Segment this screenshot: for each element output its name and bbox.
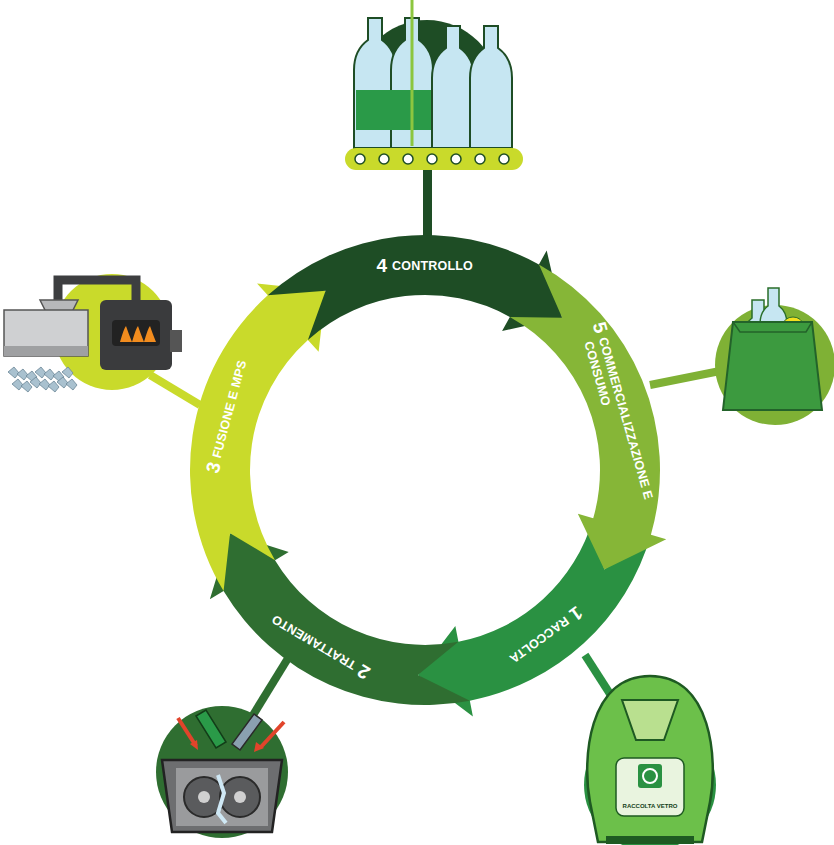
furnace-icon (8, 367, 77, 392)
leader-line (250, 655, 290, 720)
furnace-icon (4, 346, 88, 356)
control-icon (432, 26, 474, 148)
furnace-icon (120, 326, 156, 342)
shopping-bag-icon (733, 322, 812, 332)
shredder-icon (218, 775, 226, 823)
cycle-arrow-segment (210, 533, 470, 705)
glass-cullet (12, 379, 23, 390)
glass-cullet (17, 369, 28, 380)
cycle-ring (190, 235, 666, 716)
conveyor-roller (355, 154, 365, 164)
shredder-icon (198, 791, 210, 803)
control-icon (411, 0, 414, 146)
shredder-icon (156, 706, 288, 838)
conveyor-roller (427, 154, 437, 164)
shredder-icon (162, 760, 282, 832)
glass-cullet (39, 379, 50, 390)
glass-bin-icon (587, 676, 713, 842)
leader-line (150, 150, 735, 725)
step-number: 4 (377, 256, 388, 275)
glass-cullet (62, 367, 73, 378)
shredder-icon (196, 710, 226, 748)
shopping-bag-icon (715, 305, 834, 425)
shredder-icon (220, 777, 260, 817)
step-label: CONTROLLO (392, 256, 473, 274)
control-icon (354, 18, 512, 148)
glass-bin-icon (606, 836, 694, 844)
glass-cullet (8, 367, 19, 378)
glass-bin-icon (638, 764, 662, 788)
cycle-arrow-segment (268, 235, 562, 340)
cycle-arrow-segment (510, 264, 666, 569)
shredder-icon (254, 742, 264, 752)
shredder-icon (156, 706, 288, 838)
conveyor-roller (499, 154, 509, 164)
glass-bin-icon (616, 758, 684, 816)
shredder-icon (234, 791, 246, 803)
conveyor-roller (475, 154, 485, 164)
control-icon (356, 90, 394, 130)
control-icon (354, 18, 396, 148)
glass-cullet (57, 377, 68, 388)
glass-bin-icon (584, 676, 716, 845)
shredder-icon (178, 718, 196, 746)
furnace-icon (170, 330, 182, 352)
furnace-icon (4, 310, 88, 356)
shopping-bag-icon (715, 288, 834, 425)
conveyor-roller (379, 154, 389, 164)
control-icon (345, 0, 523, 170)
glass-cullet (66, 379, 77, 390)
cycle-step: 4CONTROLLO (377, 256, 474, 275)
conveyor-roller (403, 154, 413, 164)
furnace-icon (100, 300, 172, 370)
bin-label: RACCOLTA VETRO (623, 803, 678, 809)
glass-cullet (30, 377, 41, 388)
glass-cullet (35, 367, 46, 378)
cycle-arrow-segment (190, 283, 326, 591)
shredder-icon (176, 768, 268, 826)
furnace-icon (112, 320, 160, 346)
control-icon (355, 154, 509, 164)
conveyor-roller (451, 154, 461, 164)
furnace-icon (4, 274, 182, 392)
glass-bin-icon (622, 700, 678, 740)
shredder-icon (190, 740, 198, 750)
shredder-icon (260, 722, 284, 748)
glass-cullet (44, 369, 55, 380)
glass-bin-icon (643, 769, 657, 783)
control-icon (470, 26, 512, 148)
shopping-bag-icon (723, 322, 822, 410)
leader-line (150, 375, 200, 405)
control-icon (345, 148, 523, 170)
